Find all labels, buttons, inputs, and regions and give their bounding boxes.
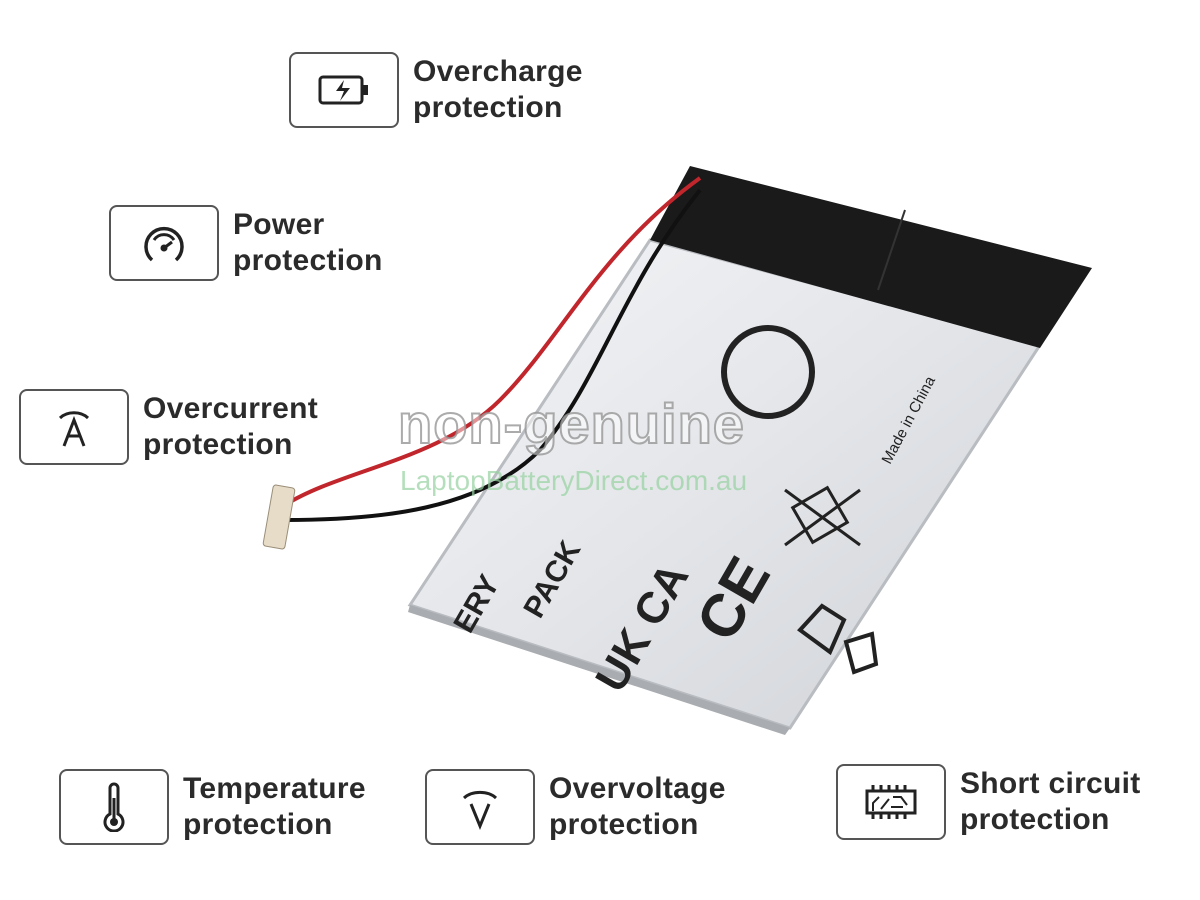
battery-edge	[408, 605, 790, 735]
cap-seam	[877, 209, 906, 291]
feature-title: Temperature	[183, 772, 366, 805]
feature-subtitle: protection	[233, 244, 383, 277]
feature-title: Overvoltage	[549, 772, 726, 805]
feature-icon-box	[289, 52, 399, 128]
thermometer-icon	[103, 782, 125, 832]
gauge-icon	[144, 226, 184, 262]
feature-icon-box	[59, 769, 169, 845]
feature-icon-box	[425, 769, 535, 845]
recycling-logo-circle	[721, 325, 815, 419]
feature-title: Overcurrent	[143, 392, 319, 425]
black-wire	[284, 188, 702, 522]
connector	[262, 484, 296, 550]
feature-subtitle: protection	[960, 803, 1110, 836]
feature-title: Power	[233, 208, 325, 241]
recycle-icon	[797, 603, 879, 675]
voltage-icon	[462, 790, 498, 830]
battery-cap	[650, 166, 1092, 348]
feature-icon-box	[19, 389, 129, 465]
feature-subtitle: protection	[143, 428, 293, 461]
watermark-site: LaptopBatteryDirect.com.au	[400, 465, 748, 496]
weee-bin-icon	[784, 485, 861, 547]
feature-subtitle: protection	[183, 808, 333, 841]
red-wire	[283, 176, 702, 507]
feature-subtitle: protection	[549, 808, 699, 841]
ampere-icon	[58, 411, 90, 447]
feature-title: Short circuit	[960, 767, 1141, 800]
feature-icon-box	[109, 205, 219, 281]
circuit-chip-icon	[865, 785, 917, 819]
watermark-text: non-genuine	[397, 391, 745, 456]
feature-icon-box	[836, 764, 946, 840]
feature-title: Overcharge	[413, 55, 583, 88]
feature-subtitle: protection	[413, 91, 563, 124]
battery-charging-icon	[318, 75, 368, 105]
